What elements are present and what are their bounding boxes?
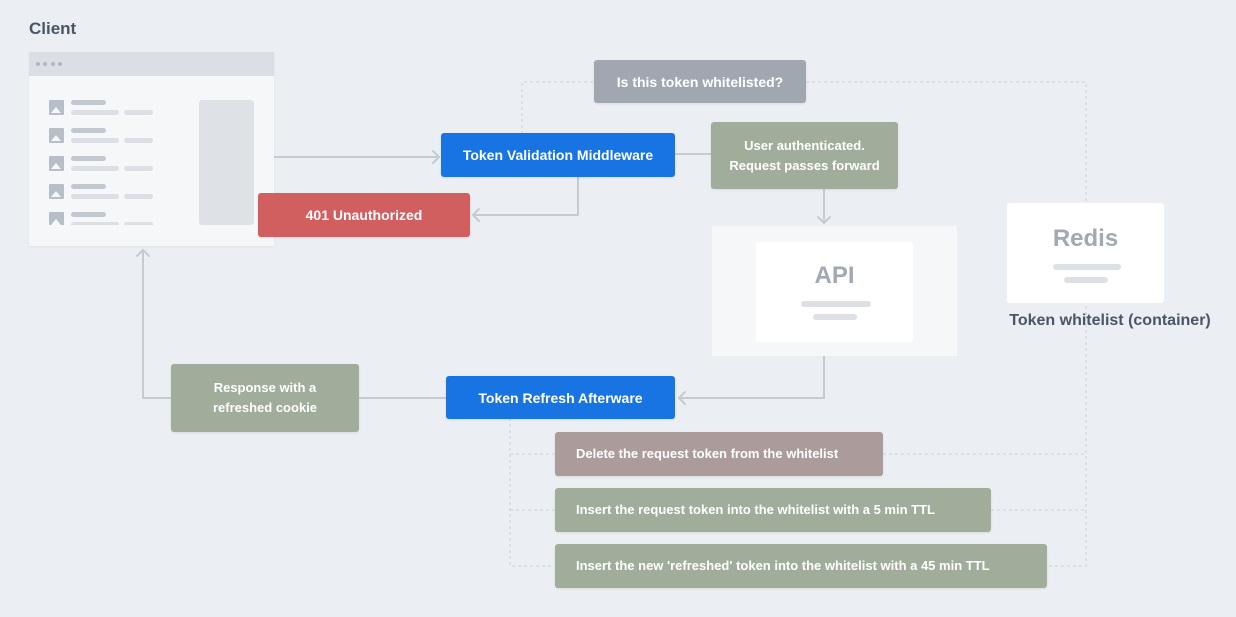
step-delete-request-token: Delete the request token from the whitel…	[555, 432, 883, 476]
redis-caption: Token whitelist (container)	[1009, 312, 1211, 329]
client-list-item	[49, 100, 189, 120]
token-refresh-afterware-node: Token Refresh Afterware	[446, 376, 675, 419]
arrow-to-middleware	[432, 150, 440, 164]
client-label: Client	[29, 19, 77, 38]
api-to-afterware-line	[678, 355, 825, 399]
user-authenticated-node: User authenticated. Request passes forwa…	[711, 122, 898, 189]
window-dot	[58, 62, 62, 66]
whitelist-dotted-enclosure	[509, 81, 1087, 567]
arrow-to-client	[136, 249, 150, 257]
client-list-item	[49, 212, 189, 225]
api-node: API	[756, 242, 913, 342]
step-insert-request-token: Insert the request token into the whitel…	[555, 488, 991, 532]
step-insert-refreshed-token: Insert the new 'refreshed' token into th…	[555, 544, 1047, 588]
image-icon	[49, 100, 64, 115]
response-to-client-line	[142, 249, 172, 399]
arrow-to-api	[817, 216, 831, 224]
api-title: API	[814, 262, 855, 289]
client-browser-window	[29, 52, 274, 246]
window-dot	[36, 62, 40, 66]
unauthorized-401-node: 401 Unauthorized	[258, 193, 470, 237]
image-icon	[49, 212, 64, 225]
redis-title: Redis	[1052, 225, 1119, 252]
token-validation-middleware-node: Token Validation Middleware	[441, 133, 675, 177]
client-list-item	[49, 184, 189, 204]
client-list-item	[49, 156, 189, 176]
whitelist-question-node: Is this token whitelisted?	[594, 60, 806, 103]
flow-connectors	[136, 150, 831, 405]
image-icon	[49, 128, 64, 143]
window-dot	[43, 62, 47, 66]
middleware-to-401-line	[472, 176, 579, 216]
client-list-item	[49, 128, 189, 148]
client-titlebar	[29, 52, 274, 76]
image-icon	[49, 156, 64, 171]
arrow-to-401	[472, 208, 480, 222]
response-refreshed-cookie-node: Response with a refreshed cookie	[171, 364, 359, 432]
arrow-to-afterware	[678, 391, 686, 405]
image-icon	[49, 184, 64, 199]
redis-node: Redis	[1007, 203, 1164, 303]
window-dot	[51, 62, 55, 66]
client-side-panel	[199, 100, 254, 225]
